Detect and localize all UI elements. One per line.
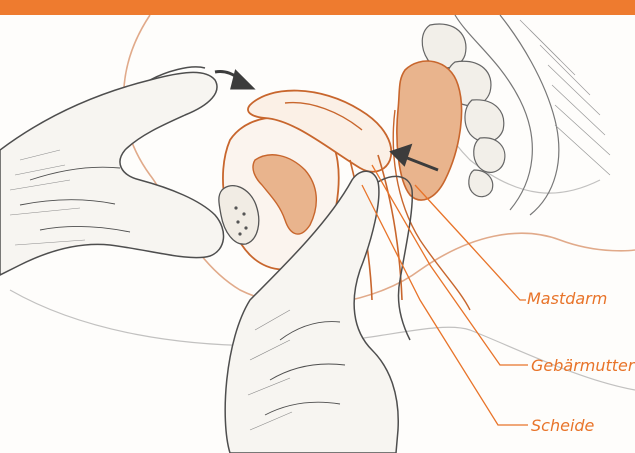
spine-hatching [520,20,610,175]
label-gebaermutter: Gebärmutter [531,357,634,375]
label-scheide: Scheide [531,417,594,435]
arrow-upper [215,71,252,88]
leader-line-gebaermutter [372,165,528,365]
label-mastdarm: Mastdarm [527,290,607,308]
